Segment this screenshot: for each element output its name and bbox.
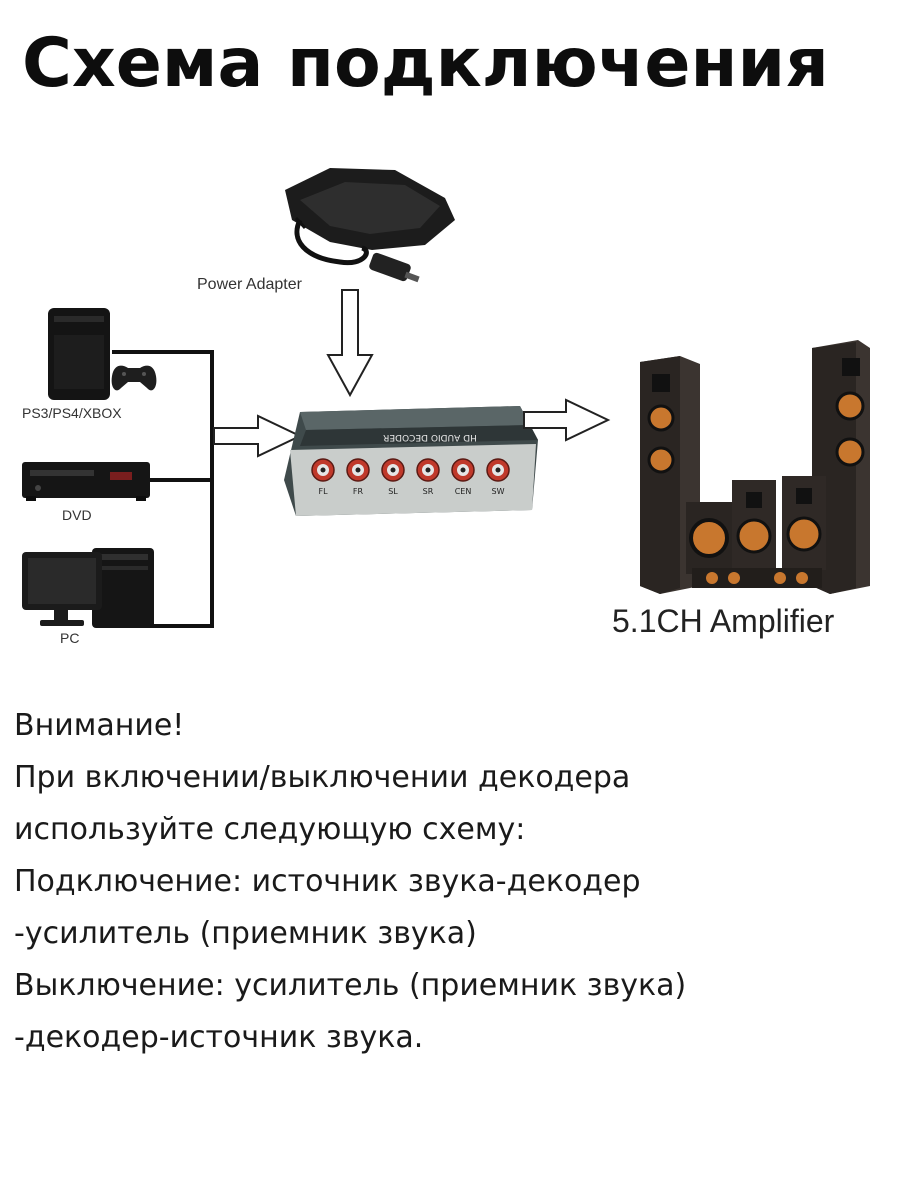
dvd-player-icon: [22, 462, 150, 501]
diagram-graphics: HD AUDIO DECODER FL FR SL SR CEN SW: [0, 150, 900, 670]
source-label-console: PS3/PS4/XBOX: [22, 405, 122, 421]
connection-diagram: HD AUDIO DECODER FL FR SL SR CEN SW: [0, 150, 900, 670]
port-label: FL: [318, 487, 328, 496]
source-label-dvd: DVD: [62, 507, 92, 523]
power-arrow: [328, 290, 372, 395]
notice-line: При включении/выключении декодера: [14, 752, 894, 804]
power-adapter-label: Power Adapter: [197, 276, 302, 294]
speaker-system-icon: [640, 340, 870, 594]
port-label: SL: [388, 487, 398, 496]
port-label: SW: [492, 487, 505, 496]
rca-port-cen: CEN: [452, 459, 474, 496]
notice-line: Выключение: усилитель (приемник звука): [14, 960, 894, 1012]
notice-line: -декодер-источник звука.: [14, 1012, 894, 1064]
port-label: FR: [353, 487, 364, 496]
amplifier-label: 5.1CH Amplifier: [612, 603, 834, 640]
notice-line: Подключение: источник звука-декодер: [14, 856, 894, 908]
input-arrow: [214, 416, 300, 456]
source-label-pc: PC: [60, 630, 79, 646]
pc-icon: [22, 548, 154, 628]
notice-line: -усилитель (приемник звука): [14, 908, 894, 960]
notice-line: используйте следующую схему:: [14, 804, 894, 856]
page-title: Схема подключения: [22, 30, 829, 98]
svg-text:HD AUDIO DECODER: HD AUDIO DECODER: [383, 432, 477, 442]
port-label: CEN: [455, 487, 472, 496]
notice-line: Внимание!: [14, 700, 894, 752]
port-label: SR: [423, 487, 434, 496]
power-adapter-icon: [285, 168, 455, 282]
output-arrow: [524, 400, 608, 440]
notice-text: Внимание! При включении/выключении декод…: [14, 700, 894, 1064]
